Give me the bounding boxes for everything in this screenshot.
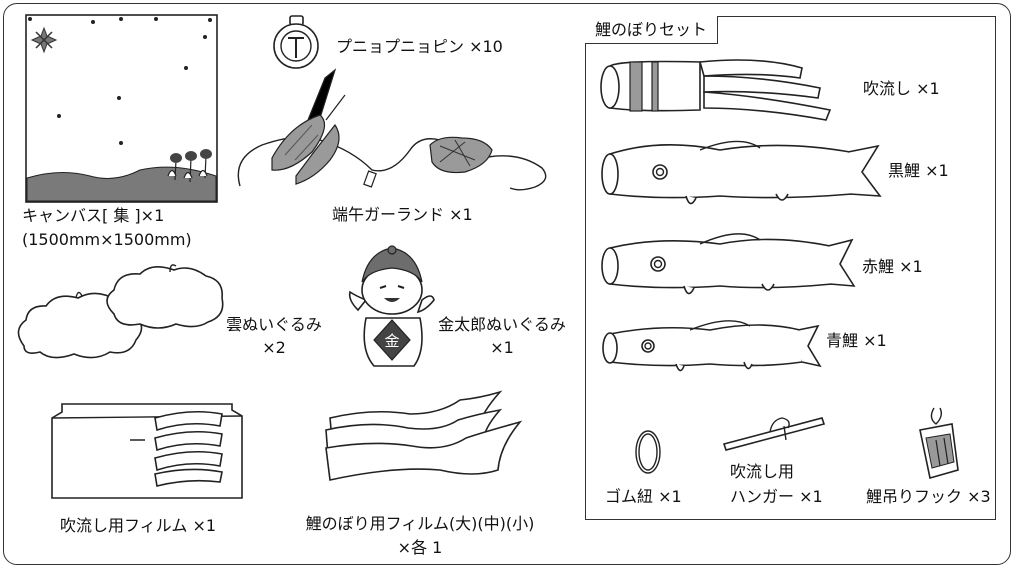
red-koi-illustration [601, 233, 856, 295]
film-tassels [154, 410, 223, 487]
outer-frame [3, 3, 1011, 565]
fukinagashi-illustration [600, 59, 832, 121]
kintaro-label: 金太郎ぬいぐるみ [438, 315, 566, 334]
canvas-illustration [25, 14, 218, 203]
hanger-label-line1: 吹流し用 [730, 462, 795, 481]
koinobori-set-box [585, 16, 996, 520]
iris-flowers [167, 149, 212, 183]
star-decoration [30, 26, 58, 54]
fukinagashi-film-label: 吹流し用フィルム ×1 [60, 516, 217, 535]
red-koi-label: 赤鯉 ×1 [862, 257, 923, 276]
blue-koi-illustration [602, 320, 822, 372]
fukinagashi-film-illustration [51, 403, 243, 499]
black-koi-label: 黒鯉 ×1 [888, 161, 949, 180]
koinobori-set-title: 鯉のぼりセット [585, 16, 719, 44]
rubber-band-illustration [635, 430, 661, 474]
cloud-count: ×2 [262, 338, 286, 357]
canvas-size-label: (1500mm×1500mm) [22, 230, 192, 249]
cloud-illustrations [17, 264, 224, 359]
koi-film-count: ×各 1 [397, 538, 443, 557]
koi-film-illustration [325, 390, 523, 481]
black-koi-illustration [601, 140, 882, 205]
kintaro-count: ×1 [490, 338, 514, 357]
cloud-label: 雲ぬいぐるみ [226, 315, 322, 334]
kintaro-kanji: 金 [384, 332, 399, 350]
pushpin-label: プニョプニョピン ×10 [336, 37, 503, 56]
hanger-label-line2: ハンガー ×1 [730, 487, 823, 506]
blue-koi-label: 青鯉 ×1 [826, 331, 887, 350]
kintaro-illustration: 金 [348, 245, 435, 367]
hook-illustration [919, 407, 959, 480]
pushpin-illustration [273, 15, 319, 69]
koi-film-label: 鯉のぼり用フィルム(大)(中)(小) [305, 514, 535, 533]
garland-illustration [237, 68, 547, 191]
canvas-dots [28, 17, 212, 145]
fukinagashi-label: 吹流し ×1 [863, 79, 940, 98]
garland-label: 端午ガーランド ×1 [332, 205, 473, 224]
rubber-band-label: ゴム紐 ×1 [605, 487, 682, 506]
canvas-label: キャンバス[ 集 ]×1 [22, 206, 165, 225]
hook-label: 鯉吊りフック ×3 [866, 487, 991, 506]
hanger-illustration [722, 417, 826, 451]
